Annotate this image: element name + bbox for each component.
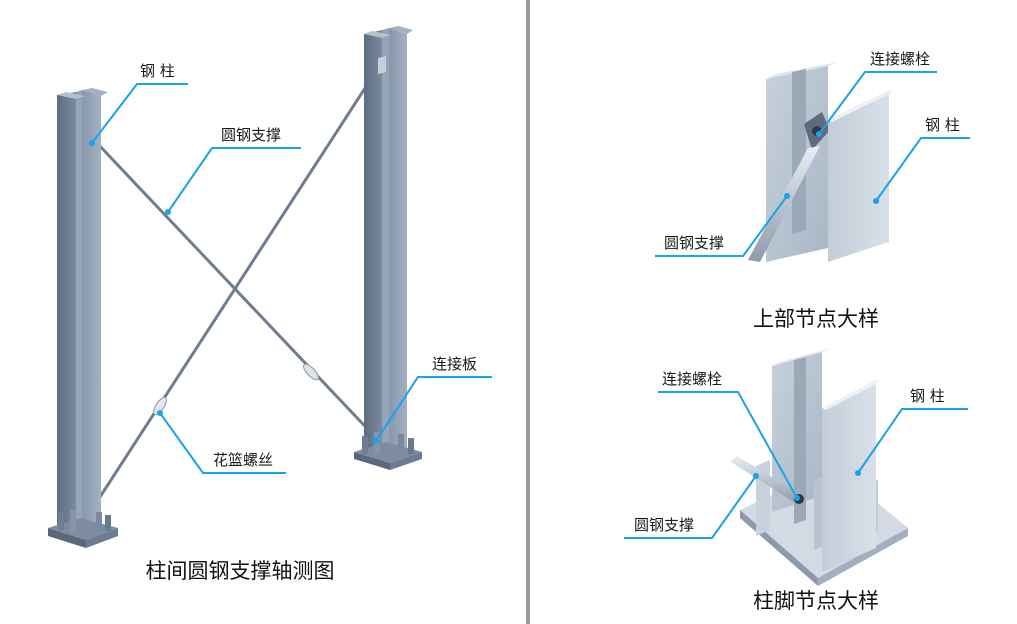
label-left-round-brace: 圆钢支撑 xyxy=(221,126,281,144)
leader-dot-left-steel-column xyxy=(89,140,95,146)
label-left-steel-column: 钢 柱 xyxy=(140,62,175,80)
turnbuckle-shape-2 xyxy=(303,363,319,381)
leader-left-round-brace xyxy=(167,147,301,213)
leader-left-connecting-plate xyxy=(375,376,492,442)
leader-dot-top-connecting-bolt xyxy=(816,131,822,137)
top-brace-rod xyxy=(748,146,820,262)
base-front-flange xyxy=(822,380,876,572)
label-left-connecting-plate: 连接板 xyxy=(432,355,477,373)
leader-dot-base-steel-column xyxy=(855,470,861,476)
label-base-connecting-bolt: 连接螺栓 xyxy=(662,370,722,388)
base-brace-rod xyxy=(731,456,803,504)
leader-base-connecting-bolt xyxy=(658,391,798,499)
turnbuckle-shape-1 xyxy=(153,396,167,416)
caption-bottom-right: 柱脚节点大样 xyxy=(753,589,879,613)
leader-dot-left-connecting-plate xyxy=(373,438,379,444)
leader-top-round-brace xyxy=(655,195,788,257)
label-top-connecting-bolt: 连接螺栓 xyxy=(870,50,930,68)
leader-dot-left-round-brace xyxy=(165,209,171,215)
caption-top-right: 上部节点大样 xyxy=(753,307,879,331)
brace-rod-2 xyxy=(96,61,384,501)
leader-dot-left-turnbuckle xyxy=(157,410,163,416)
label-base-round-brace: 圆钢支撑 xyxy=(634,516,694,534)
leader-dot-top-round-brace xyxy=(784,193,790,199)
label-base-steel-column: 钢 柱 xyxy=(910,387,945,405)
top-web xyxy=(792,69,806,234)
leader-top-connecting-bolt xyxy=(818,71,937,135)
left-axonometric-view: 钢 柱 圆钢支撑 花篮螺丝 连接板 柱间圆钢支撑轴测图 xyxy=(48,26,492,583)
label-top-steel-column: 钢 柱 xyxy=(925,116,960,134)
leader-dot-top-steel-column xyxy=(873,198,879,204)
leader-dot-base-round-brace xyxy=(753,473,759,479)
top-node-detail-view: 连接螺栓 钢 柱 圆钢支撑 上部节点大样 xyxy=(655,50,970,331)
caption-left: 柱间圆钢支撑轴测图 xyxy=(146,559,335,583)
label-left-turnbuckle: 花篮螺丝 xyxy=(213,451,273,469)
leader-base-steel-column xyxy=(857,408,968,474)
top-front-flange xyxy=(828,90,889,262)
leader-dot-base-connecting-bolt xyxy=(794,495,800,501)
leader-left-turnbuckle xyxy=(159,412,286,474)
leader-top-steel-column xyxy=(875,137,970,202)
leader-base-round-brace xyxy=(624,475,757,539)
leader-left-steel-column xyxy=(91,83,188,144)
brace-rod-1 xyxy=(94,140,380,442)
base-node-detail-view: 连接螺栓 钢 柱 圆钢支撑 柱脚节点大样 xyxy=(624,348,968,613)
label-top-round-brace: 圆钢支撑 xyxy=(664,234,724,252)
left-steel-column xyxy=(48,88,118,548)
right-steel-column xyxy=(354,26,422,470)
